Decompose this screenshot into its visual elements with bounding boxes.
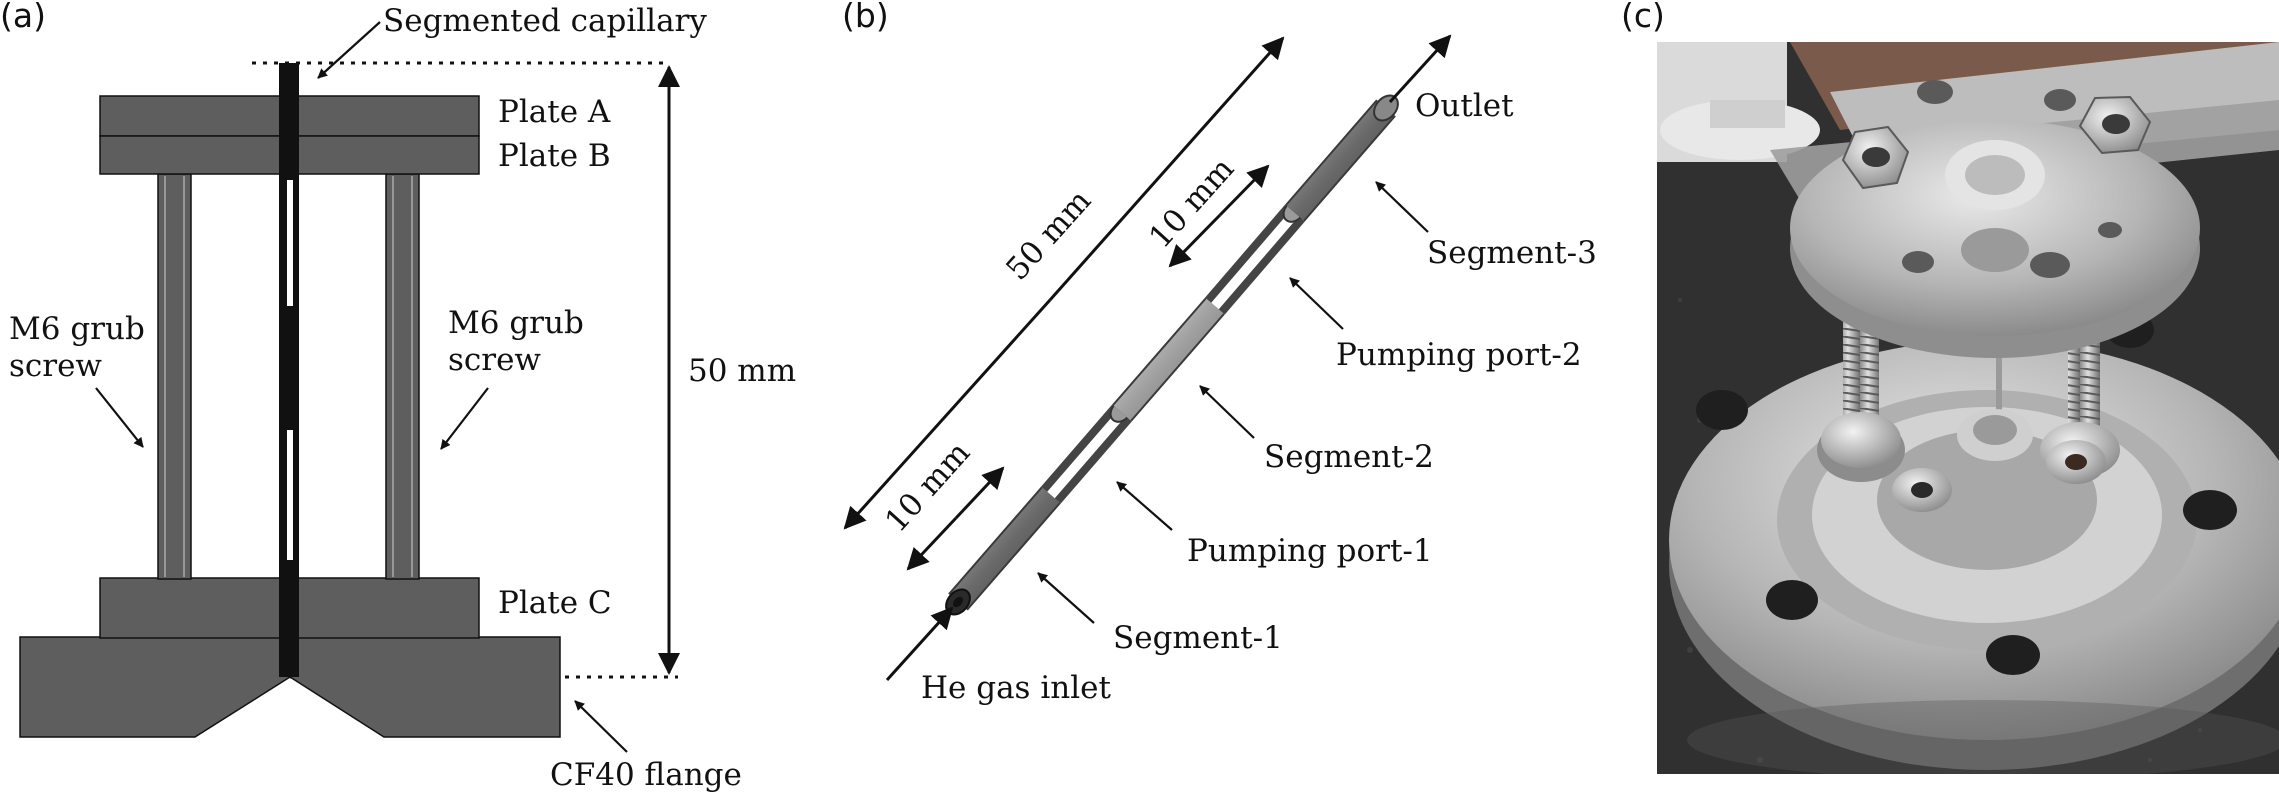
panel-c: (c) — [1621, 0, 2279, 774]
segmented-capillary-3d — [945, 94, 1399, 616]
length-50mm-arrow-down — [843, 298, 1052, 530]
segment-2-arrow — [1199, 385, 1255, 439]
segment-1-label: Segment-1 — [1113, 620, 1283, 656]
length-50mm-arrow-up — [1048, 36, 1285, 301]
segmented-capillary-arrow — [317, 21, 381, 79]
segment-3-label: Segment-3 — [1427, 235, 1597, 271]
plate-c-label: Plate C — [498, 585, 612, 621]
segment-3-arrow — [1375, 181, 1429, 233]
m6-right-label-line1: M6 grub — [448, 305, 584, 341]
m6-left-label-line2: screw — [9, 348, 102, 384]
right-grub-screw — [385, 173, 420, 580]
plate-a-label: Plate A — [498, 94, 611, 130]
pumping-port-2-label: Pumping port-2 — [1336, 337, 1582, 373]
cf40-flange-label: CF40 flange — [550, 757, 742, 793]
outlet-label: Outlet — [1415, 88, 1514, 124]
top-10mm-arrow-up — [1218, 164, 1270, 217]
bottom-10mm-arrow-up — [954, 466, 1005, 520]
segment-1-arrow — [1037, 572, 1095, 624]
bottom-10mm-label: 10 mm — [878, 435, 977, 539]
bottom-10mm-arrow-down — [906, 516, 958, 571]
panel-b: (b) 50 mm — [842, 0, 1597, 706]
outlet-arrow — [1388, 34, 1452, 104]
m6-right-arrow — [440, 387, 489, 450]
pumping-port-1-arrow — [1116, 481, 1173, 531]
segment-2-label: Segment-2 — [1264, 439, 1434, 475]
panel-a-label: (a) — [0, 0, 46, 35]
top-10mm-arrow-down — [1168, 213, 1222, 268]
segmented-capillary-shape — [279, 63, 299, 677]
inlet-label: He gas inlet — [921, 670, 1111, 706]
panel-c-label: (c) — [1621, 0, 1665, 35]
top-10mm-label: 10 mm — [1142, 151, 1241, 255]
inlet-arrow — [885, 606, 954, 682]
panel-b-label: (b) — [842, 0, 889, 35]
m6-left-label-line1: M6 grub — [9, 311, 145, 347]
cf40-flange-arrow — [574, 700, 628, 753]
left-grub-screw — [157, 173, 192, 580]
pumping-port-1-label: Pumping port-1 — [1187, 533, 1433, 569]
capillary-slot-lower — [287, 430, 293, 560]
plate-b-label: Plate B — [498, 138, 611, 174]
cf40-flange-shape — [19, 636, 561, 738]
assembly-photo — [1657, 42, 2279, 774]
panel-a: (a) Segmented capillary Plate A Plate B … — [0, 0, 796, 793]
capillary-slot-upper — [287, 180, 293, 306]
m6-left-arrow — [95, 387, 144, 448]
segmented-capillary-label: Segmented capillary — [383, 3, 707, 39]
pumping-port-2-arrow — [1289, 277, 1344, 330]
m6-right-label-line2: screw — [448, 342, 541, 378]
height-dimension-label: 50 mm — [688, 353, 796, 389]
length-50mm-label: 50 mm — [999, 183, 1098, 287]
